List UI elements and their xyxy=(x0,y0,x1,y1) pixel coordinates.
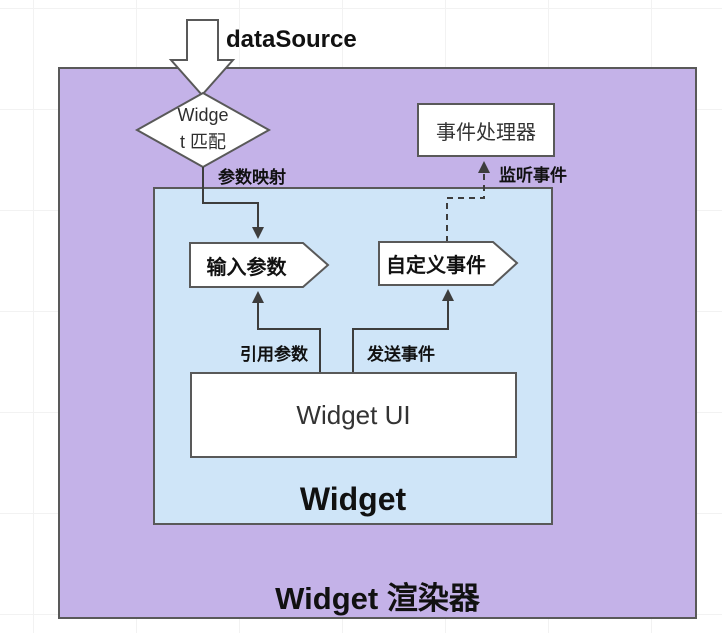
widget-container xyxy=(153,187,553,525)
widget-match-label: Widge t 匹配 xyxy=(143,102,263,156)
param-mapping-label: 参数映射 xyxy=(218,168,286,187)
datasource-label: dataSource xyxy=(226,26,357,53)
widget-match-label-line2: t 匹配 xyxy=(179,132,226,152)
listen-event-label: 监听事件 xyxy=(499,166,567,185)
event-handler-box: 事件处理器 xyxy=(417,103,555,157)
widget-match-label-line1: Widge xyxy=(177,105,229,125)
custom-event-label: 自定义事件 xyxy=(386,255,486,277)
widget-container-label: Widget xyxy=(299,481,407,517)
widget-ui-box: Widget UI xyxy=(190,372,517,458)
widget-renderer-label: Widget 渲染器 xyxy=(275,581,480,616)
ref-params-label: 引用参数 xyxy=(240,345,308,364)
send-event-label: 发送事件 xyxy=(367,345,435,364)
input-params-label: 输入参数 xyxy=(206,256,287,279)
